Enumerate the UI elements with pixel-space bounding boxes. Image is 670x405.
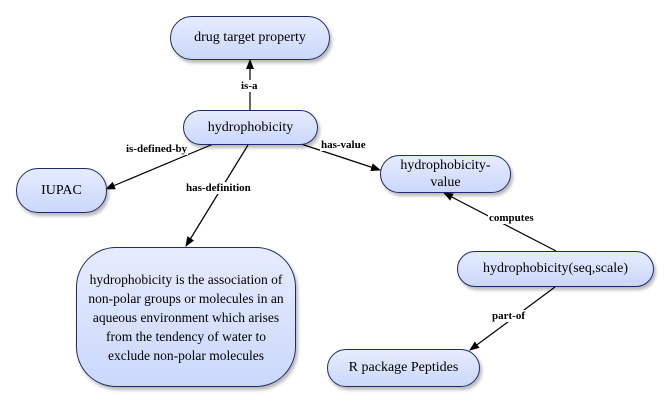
label-computes: computes: [488, 212, 535, 224]
edge-has-value: [294, 141, 381, 171]
node-r-package-peptides: R package Peptides: [327, 349, 480, 387]
node-hydrophobicity-value: hydrophobicity-value: [380, 155, 511, 193]
edge-is-defined-by: [105, 141, 219, 190]
node-hydrophobicity: hydrophobicity: [183, 110, 318, 145]
node-iupac: IUPAC: [16, 168, 107, 213]
label-part-of: part-of: [491, 310, 526, 322]
node-hydrophobicity-function: hydrophobicity(seq,scale): [457, 251, 654, 287]
edge-has-definition: [185, 144, 249, 247]
label-is-defined-by: is-defined-by: [125, 143, 189, 155]
node-definition: hydrophobicity is the association of non…: [76, 247, 296, 387]
label-has-definition: has-definition: [185, 182, 252, 194]
label-is-a: is-a: [240, 80, 259, 92]
node-drug-target-property: drug target property: [170, 16, 330, 60]
label-has-value: has-value: [320, 139, 367, 151]
